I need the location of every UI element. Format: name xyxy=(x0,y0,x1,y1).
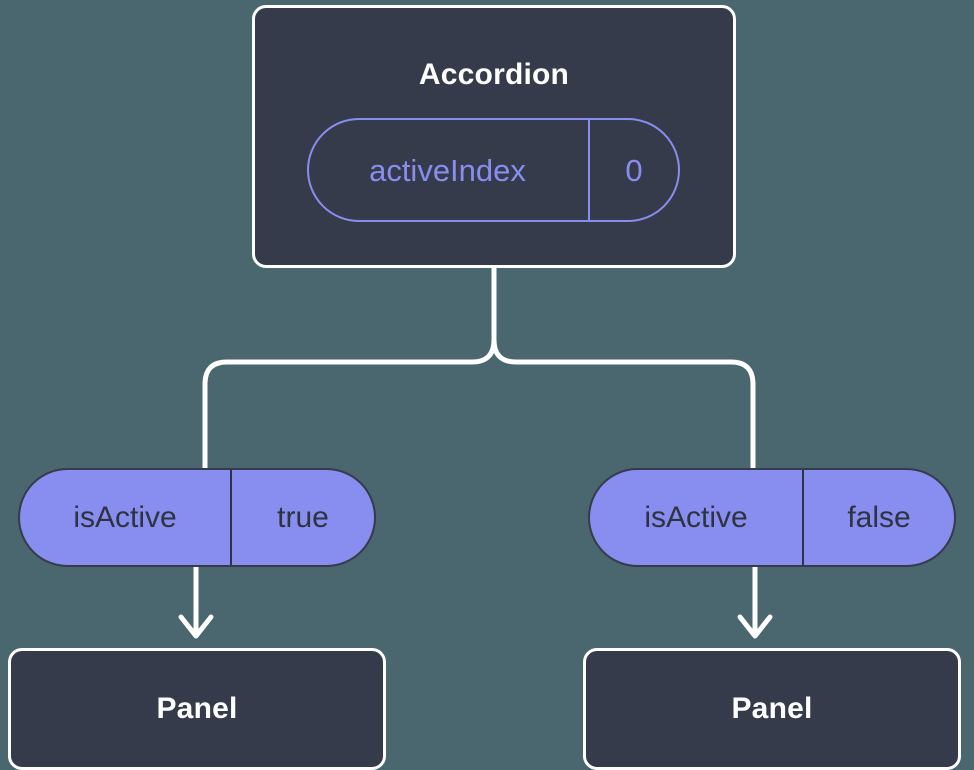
prop-pill-is-active-true[interactable]: isActive true xyxy=(18,468,376,567)
panel-node-label: Panel xyxy=(731,692,813,725)
fork-connector-right xyxy=(491,337,756,471)
accordion-node-label: Accordion xyxy=(418,58,570,91)
prop-pill-is-active-false[interactable]: isActive false xyxy=(588,468,956,567)
panel-node-label: Panel xyxy=(156,692,238,725)
prop-pill-value: true xyxy=(277,500,329,534)
panel-component-node-left[interactable]: Panel xyxy=(8,648,386,770)
state-pill-value: 0 xyxy=(625,152,643,188)
down-arrow-left xyxy=(178,567,214,639)
prop-pill-key: isActive xyxy=(590,470,804,565)
fork-connector xyxy=(202,265,497,471)
prop-pill-value: false xyxy=(847,500,911,534)
panel-component-node-right[interactable]: Panel xyxy=(583,648,961,770)
prop-pill-key: isActive xyxy=(20,470,232,565)
down-arrow-right xyxy=(737,567,773,639)
state-pill-key: activeIndex xyxy=(309,120,590,220)
state-pill-active-index[interactable]: activeIndex 0 xyxy=(307,118,680,222)
